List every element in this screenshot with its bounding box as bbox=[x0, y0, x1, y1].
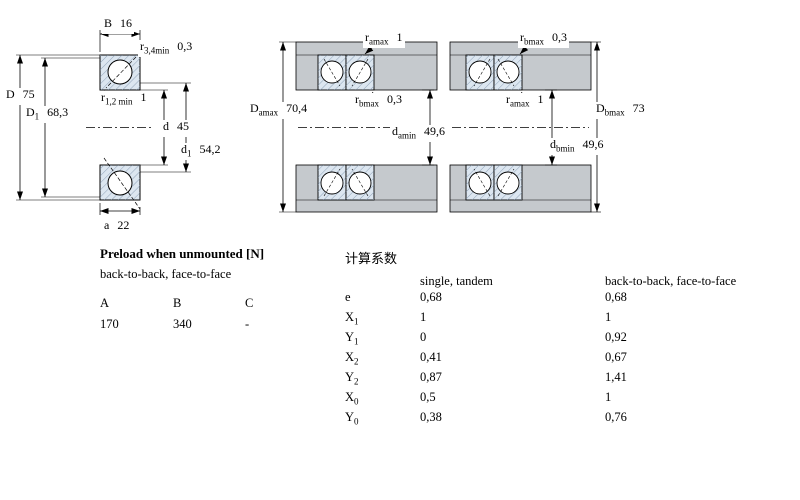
preload-value-C: - bbox=[245, 317, 250, 331]
preload-table: Preload when unmounted [N] back-to-back,… bbox=[100, 246, 330, 332]
factors-row-Y2: Y2 0,87 1,41 bbox=[345, 369, 627, 387]
preload-value-B: 340 bbox=[173, 317, 192, 331]
factors-col2-header: back-to-back, face-to-face bbox=[605, 274, 737, 288]
preload-header-A: A bbox=[100, 296, 110, 310]
factors-row-X0: X0 0,5 1 bbox=[345, 389, 612, 407]
preload-header-B: B bbox=[173, 296, 182, 310]
preload-title: Preload when unmounted [N] bbox=[100, 246, 265, 261]
factors-header-row: single, tandem back-to-back, face-to-fac… bbox=[345, 274, 775, 290]
preload-value-A: 170 bbox=[100, 317, 119, 331]
preload-header-row: A B C bbox=[100, 296, 330, 311]
preload-subtitle: back-to-back, face-to-face bbox=[100, 267, 232, 281]
calculation-factors-table: 计算系数 single, tandem back-to-back, face-t… bbox=[345, 248, 775, 430]
factors-col1-header: single, tandem bbox=[420, 274, 493, 288]
factors-row-X1: X1 1 1 bbox=[345, 309, 612, 327]
paired-arrangement-b bbox=[449, 41, 601, 213]
factors-title: 计算系数 bbox=[345, 251, 398, 266]
factors-row-X2: X2 0,41 0,67 bbox=[345, 349, 627, 367]
paired-arrangement-a bbox=[279, 41, 438, 213]
preload-header-C: C bbox=[245, 296, 254, 310]
factors-row-Y1: Y1 0 0,92 bbox=[345, 329, 627, 347]
preload-value-row: 170 340 - bbox=[100, 317, 330, 332]
factors-row-e: e 0,68 0,68 bbox=[345, 289, 627, 304]
factors-row-Y0: Y0 0,38 0,76 bbox=[345, 409, 627, 427]
